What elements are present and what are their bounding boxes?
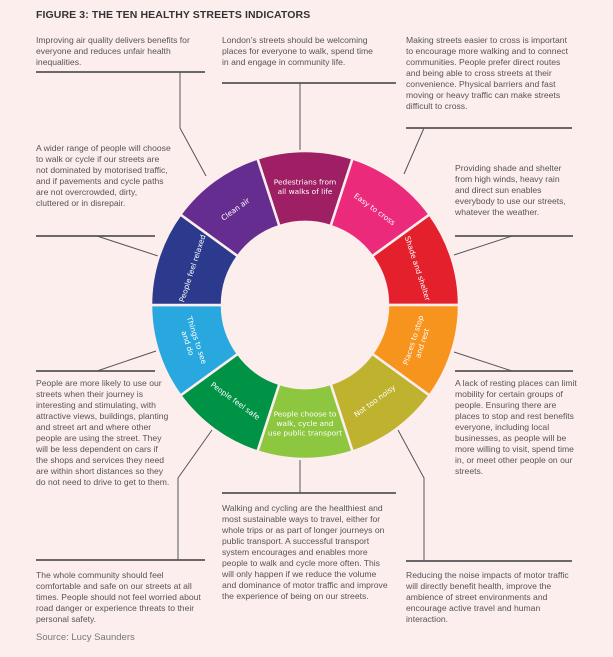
description-noisy: Reducing the noise impacts of motor traf… — [406, 570, 569, 624]
description-places-to-stop: A lack of resting places can limit mobil… — [455, 378, 577, 476]
connector-places-to-stop — [453, 351, 513, 372]
description-things-to-see: People are more likely to use our street… — [36, 378, 170, 487]
description-safe: The whole community should feel comforta… — [36, 570, 201, 624]
connector-noisy — [397, 429, 425, 561]
description-easy-to-cross: Making streets easier to cross is import… — [406, 35, 568, 111]
segment-clean-air — [178, 156, 281, 258]
segment-label-line: Pedestrians from — [274, 177, 336, 186]
description-clean-air: Improving air quality delivers benefits … — [36, 35, 190, 67]
description-shade: Providing shade and shelter from high wi… — [455, 163, 566, 217]
description-relaxed: A wider range of people will choose to w… — [36, 143, 171, 208]
connector-shade — [453, 235, 513, 256]
connector-things-to-see — [96, 350, 157, 372]
segment-label-line: walk, cycle and — [277, 419, 334, 428]
segment-label-line: use public transport — [268, 429, 342, 438]
connector-clean-air — [179, 72, 207, 177]
connector-relaxed — [96, 235, 159, 257]
connector-easy-to-cross — [403, 127, 425, 175]
segment-label-line: People choose to — [274, 410, 337, 419]
segment-label-line: all walks of life — [278, 187, 333, 196]
connector-safe — [177, 429, 213, 560]
description-pedestrians: London’s streets should be welcoming pla… — [222, 35, 373, 67]
figure-title: FIGURE 3: THE TEN HEALTHY STREETS INDICA… — [36, 9, 311, 21]
description-choose: Walking and cycling are the healthiest a… — [222, 503, 388, 601]
source-caption: Source: Lucy Saunders — [36, 632, 135, 643]
connector-lines — [36, 71, 573, 562]
